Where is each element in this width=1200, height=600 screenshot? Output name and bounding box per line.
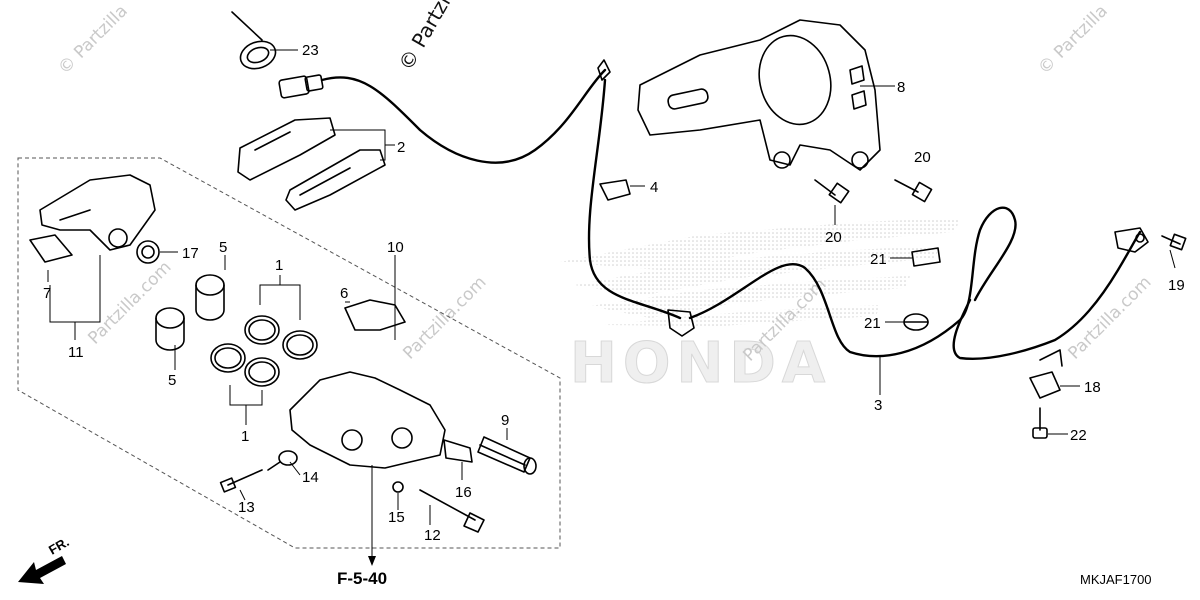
- callout-5[interactable]: 5: [219, 239, 227, 256]
- part-pin-boot-16[interactable]: [443, 439, 473, 463]
- section-reference[interactable]: F-5-40: [337, 569, 387, 588]
- part-sensor-bolt-19[interactable]: [1161, 233, 1187, 251]
- honda-wing-logo: HONDA: [560, 218, 960, 397]
- callout-4[interactable]: 4: [650, 179, 658, 196]
- honda-wordmark: HONDA: [570, 331, 831, 396]
- watermark-text: © Partzilla: [394, 0, 467, 75]
- part-bleeder-13[interactable]: [219, 469, 263, 493]
- watermark-text: Partzilla.com: [1064, 272, 1155, 363]
- callout-20[interactable]: 20: [914, 149, 931, 166]
- callout-9[interactable]: 9: [501, 412, 509, 429]
- part-boot-17[interactable]: [136, 240, 160, 264]
- callout-14[interactable]: 14: [302, 469, 319, 486]
- callout-5[interactable]: 5: [168, 372, 176, 389]
- part-caliper-body[interactable]: [289, 371, 446, 469]
- callout-3[interactable]: 3: [874, 397, 882, 414]
- part-clamp-18[interactable]: [1029, 349, 1063, 399]
- part-brake-pads-2[interactable]: [237, 117, 386, 211]
- part-piston-5-upper[interactable]: [195, 274, 225, 321]
- watermark-text: Partzilla.com: [399, 272, 490, 363]
- part-clip-4[interactable]: [599, 179, 631, 201]
- diagram-code: MKJAF1700: [1080, 572, 1152, 587]
- callout-21[interactable]: 21: [870, 251, 887, 268]
- callout-18[interactable]: 18: [1084, 379, 1101, 396]
- sensor-cable-3[interactable]: [688, 206, 1017, 358]
- cable-grommet: [667, 309, 695, 337]
- callout-2[interactable]: 2: [397, 139, 405, 156]
- part-cable-tie[interactable]: [231, 11, 279, 73]
- part-clamp-21-lower[interactable]: [903, 313, 929, 331]
- callout-20[interactable]: 20: [825, 229, 842, 246]
- part-caliper-bracket-8[interactable]: [637, 19, 881, 171]
- part-piston-5-lower[interactable]: [155, 307, 185, 351]
- part-pad-spring-7[interactable]: [29, 234, 73, 263]
- callout-23[interactable]: 23: [302, 42, 319, 59]
- callout-22[interactable]: 22: [1070, 427, 1087, 444]
- sensor-cable-lower: [952, 230, 1142, 360]
- callout-12[interactable]: 12: [424, 527, 441, 544]
- callout-15[interactable]: 15: [388, 509, 405, 526]
- callout-8[interactable]: 8: [897, 79, 905, 96]
- caliper-assembly-boundary: [17, 157, 561, 549]
- part-retainer-6[interactable]: [344, 299, 406, 331]
- callout-labels: 23 2 8 4 20 20 21 21 3 18 22 19 7 17 5 1…: [43, 42, 1185, 544]
- watermark-text: Partzilla.com: [84, 257, 175, 348]
- watermark-text: © Partzilla: [1034, 1, 1111, 78]
- part-bolt-20-b[interactable]: [894, 179, 933, 203]
- part-speed-sensor[interactable]: [1114, 227, 1149, 253]
- callout-13[interactable]: 13: [238, 499, 255, 516]
- callout-7[interactable]: 7: [43, 285, 51, 302]
- part-washer-15[interactable]: [392, 481, 404, 493]
- sensor-cable-mid: [587, 78, 682, 320]
- callout-17[interactable]: 17: [182, 245, 199, 262]
- callout-6[interactable]: 6: [340, 285, 348, 302]
- part-bolt-22[interactable]: [1032, 407, 1048, 439]
- callout-10[interactable]: 10: [387, 239, 404, 256]
- part-bolt-12[interactable]: [419, 489, 485, 533]
- callout-21[interactable]: 21: [864, 315, 881, 332]
- part-bracket-14[interactable]: [267, 450, 298, 471]
- part-bolt-20-a[interactable]: [814, 179, 850, 204]
- reference-arrowhead: [368, 556, 376, 566]
- part-seal-kit-1-lower[interactable]: [210, 343, 280, 387]
- callout-16[interactable]: 16: [455, 484, 472, 501]
- cable-clip: [597, 59, 611, 81]
- sensor-cable-upper: [320, 68, 607, 164]
- part-pin-9[interactable]: [477, 436, 537, 475]
- part-clamp-21-upper[interactable]: [911, 247, 941, 267]
- watermark-text: © Partzilla: [54, 1, 131, 78]
- callout-1[interactable]: 1: [241, 428, 249, 445]
- front-arrow-icon: FR.: [18, 534, 72, 584]
- part-seal-kit-1-upper[interactable]: [244, 315, 318, 360]
- part-caliper-bracket-11[interactable]: [39, 174, 156, 251]
- front-label: FR.: [46, 534, 72, 557]
- leader-lines: [47, 49, 1176, 565]
- callout-11[interactable]: 11: [68, 344, 84, 361]
- callout-19[interactable]: 19: [1168, 277, 1185, 294]
- part-sensor-connector[interactable]: [278, 74, 324, 99]
- callout-1[interactable]: 1: [275, 257, 283, 274]
